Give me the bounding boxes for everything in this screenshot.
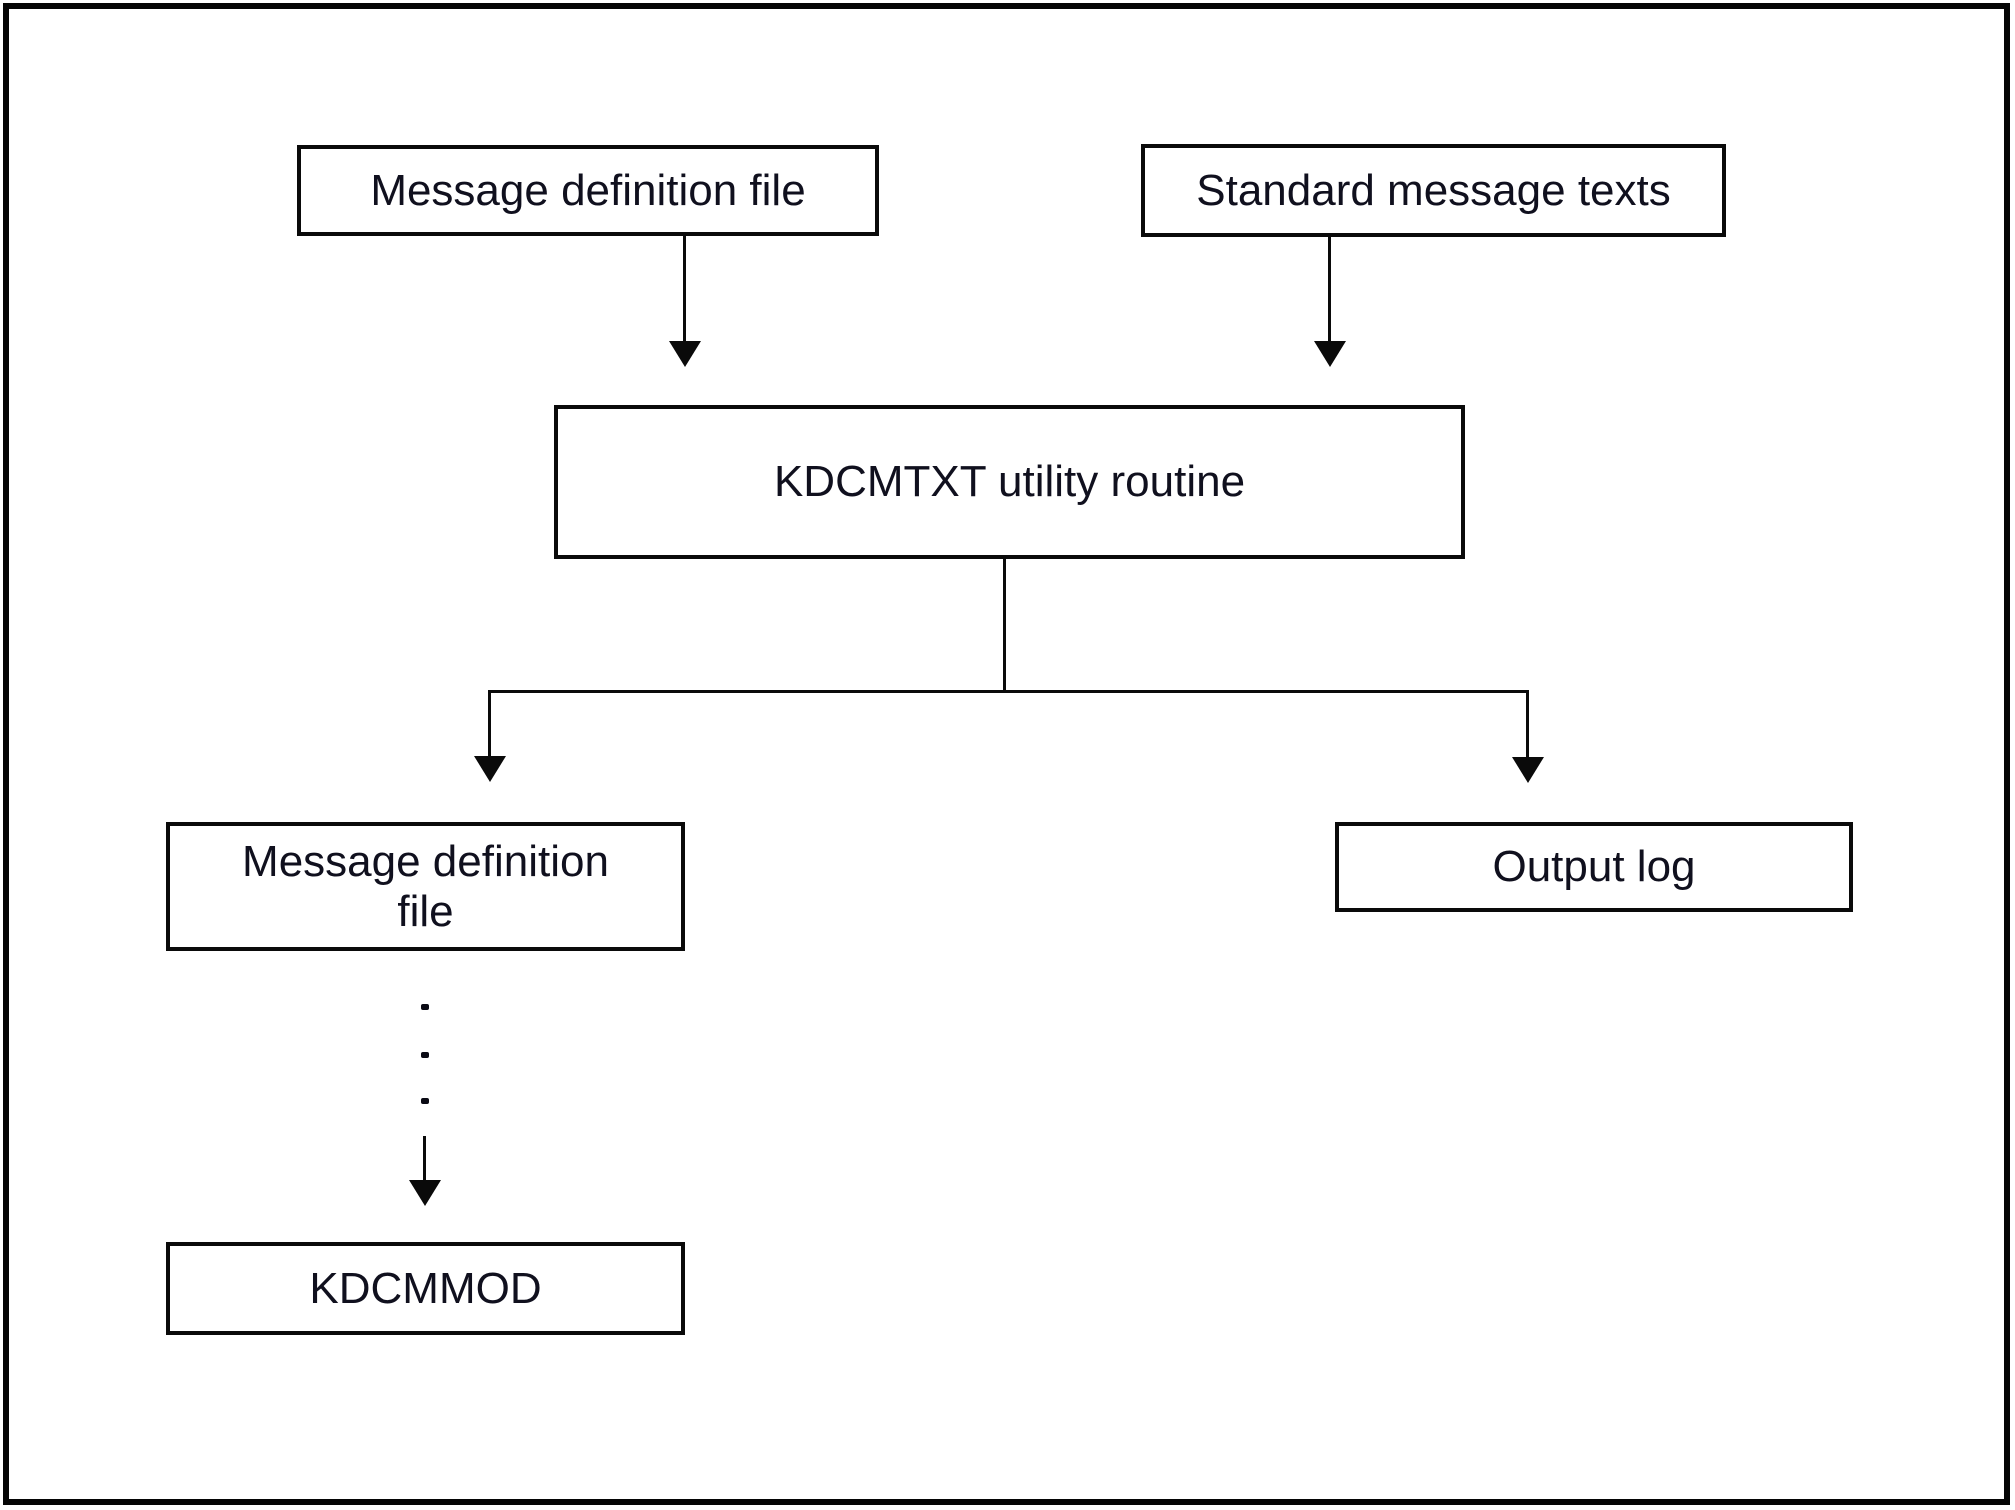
connector-stdmsg-to-kdcmtxt-line xyxy=(1328,236,1331,343)
arrowhead-down-icon xyxy=(1314,341,1346,367)
connector-msgdef-to-kdcmtxt-line xyxy=(683,235,686,343)
vertical-ellipsis-dot xyxy=(421,1052,429,1058)
node-standard-message-texts: Standard message texts xyxy=(1141,144,1726,237)
node-output-log: Output log xyxy=(1335,822,1853,912)
connector-branch-line xyxy=(488,690,1529,693)
arrowhead-down-icon xyxy=(1512,757,1544,783)
arrowhead-down-icon xyxy=(669,341,701,367)
node-message-definition-file-top: Message definition file xyxy=(297,145,879,236)
connector-branch-left-drop-line xyxy=(488,690,491,758)
outer-border xyxy=(3,3,2010,1505)
node-message-definition-file-output: Message definition file xyxy=(166,822,685,951)
vertical-ellipsis-dot xyxy=(421,1098,429,1104)
node-kdcmtxt-utility-routine: KDCMTXT utility routine xyxy=(554,405,1465,559)
connector-msgdef-to-kdcmmod-line xyxy=(423,1136,426,1183)
node-kdcmmod: KDCMMOD xyxy=(166,1242,685,1335)
vertical-ellipsis-dot xyxy=(421,1004,429,1010)
connector-kdcmtxt-stem-line xyxy=(1003,558,1006,692)
arrowhead-down-icon xyxy=(474,756,506,782)
arrowhead-down-icon xyxy=(409,1180,441,1206)
connector-branch-right-drop-line xyxy=(1526,690,1529,758)
